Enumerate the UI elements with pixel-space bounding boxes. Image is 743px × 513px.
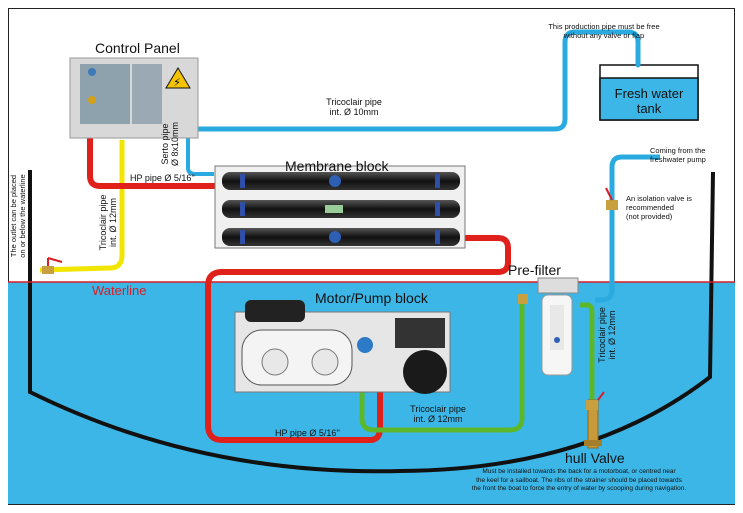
hp-pipe-bottom-label: HP pipe Ø 5/16'': [275, 428, 340, 438]
tricoclair-12-mid-line1: Tricoclair pipe: [410, 404, 466, 414]
hull-valve-label: hull Valve: [565, 450, 625, 466]
hp-pipe-upper: [87, 120, 218, 189]
production-note-line1: This production pipe must be free: [548, 22, 660, 31]
tricoclair-12-right-line2: int. Ø 12mm: [607, 310, 617, 360]
control-panel-label: Control Panel: [95, 40, 180, 56]
serto-pipe-line2: Ø 8x10mm: [170, 122, 180, 167]
tricoclair-10-line2: int. Ø 10mm: [329, 107, 379, 117]
tricoclair-12-left-label: Tricoclair pipe int. Ø 12mm: [98, 190, 118, 255]
production-note-line2: without any valve or flap: [563, 31, 645, 40]
tricoclair-12-left-line2: int. Ø 12mm: [108, 198, 118, 248]
production-note: This production pipe must be free withou…: [528, 22, 680, 40]
hp-pipe-top-label: HP pipe Ø 5/16'': [130, 173, 195, 183]
tricoclair-12-green-mid: [359, 300, 525, 433]
tricoclair-12-mid-label: Tricoclair pipe int. Ø 12mm: [398, 404, 478, 424]
isolation-note-line3: (not provided): [626, 212, 673, 221]
tricoclair-10-label: Tricoclair pipe int. Ø 10mm: [300, 97, 408, 117]
pump-icon: [357, 337, 373, 353]
motor-pump-block: [234, 300, 451, 394]
fresh-water-tank-line1: Fresh water: [614, 86, 684, 101]
tricoclair-12-right-line1: Tricoclair pipe: [597, 307, 607, 363]
hull-valve-note-line3: the front the boat to force the entry of…: [471, 485, 687, 492]
isolation-note-line2: recommended: [626, 203, 674, 212]
membrane-block-label: Membrane block: [285, 158, 389, 174]
isolation-note-line1: An isolation valve is: [626, 194, 692, 203]
outlet-note-line1: The outlet can be placed: [9, 174, 18, 258]
serto-pipe-line1: Serto pipe: [160, 123, 170, 165]
pre-filter-label: Pre-filter: [508, 262, 561, 278]
hull-valve-note-line1: Must be installed towards the back for a…: [482, 468, 676, 475]
motor-pump-block-label: Motor/Pump block: [315, 290, 428, 306]
tricoclair-12-left-line1: Tricoclair pipe: [98, 194, 108, 251]
hull-valve-note: Must be installed towards the back for a…: [426, 468, 732, 494]
freshwater-pump-note-line2: freshwater pump: [650, 155, 706, 164]
isolation-note: An isolation valve is recommended (not p…: [626, 194, 716, 221]
valve-icon: [42, 187, 618, 410]
warning-icon: [165, 67, 191, 89]
fresh-water-tank: [599, 64, 699, 121]
tricoclair-12-green-right: [580, 302, 595, 400]
freshwater-pump-pipe: [595, 154, 660, 303]
tricoclair-12-right-label: Tricoclair pipe int. Ø 12mm: [597, 302, 617, 368]
diagram-frame: [8, 8, 735, 505]
hp-pipe-lower: [205, 235, 511, 443]
hull-valve-note-line2: the keel for a sailboat. The ribs of the…: [476, 476, 682, 484]
membrane-block: [214, 165, 466, 249]
tricoclair-12-mid-line2: int. Ø 12mm: [413, 414, 463, 424]
serto-pipe-label: Serto pipe Ø 8x10mm: [160, 116, 180, 172]
control-panel: ⚡: [69, 57, 199, 139]
outlet-note-line2: on or below the waterline: [18, 174, 27, 258]
outlet-note: The outlet can be placed on or below the…: [9, 160, 27, 272]
svg-text:⚡: ⚡: [173, 76, 181, 89]
freshwater-pump-note-line1: Coming from the: [650, 146, 706, 155]
freshwater-pump-note: Coming from the freshwater pump: [650, 146, 724, 164]
fresh-water-tank-line2: tank: [636, 101, 662, 116]
waterline-label: Waterline: [92, 283, 147, 298]
tricoclair-10-line1: Tricoclair pipe: [326, 97, 382, 107]
tricoclair-12-yellow-pipe: [39, 140, 125, 273]
fresh-water-tank-label: Fresh water tank: [606, 86, 692, 116]
pre-filter: [537, 277, 579, 376]
boat-hull: [28, 170, 715, 474]
